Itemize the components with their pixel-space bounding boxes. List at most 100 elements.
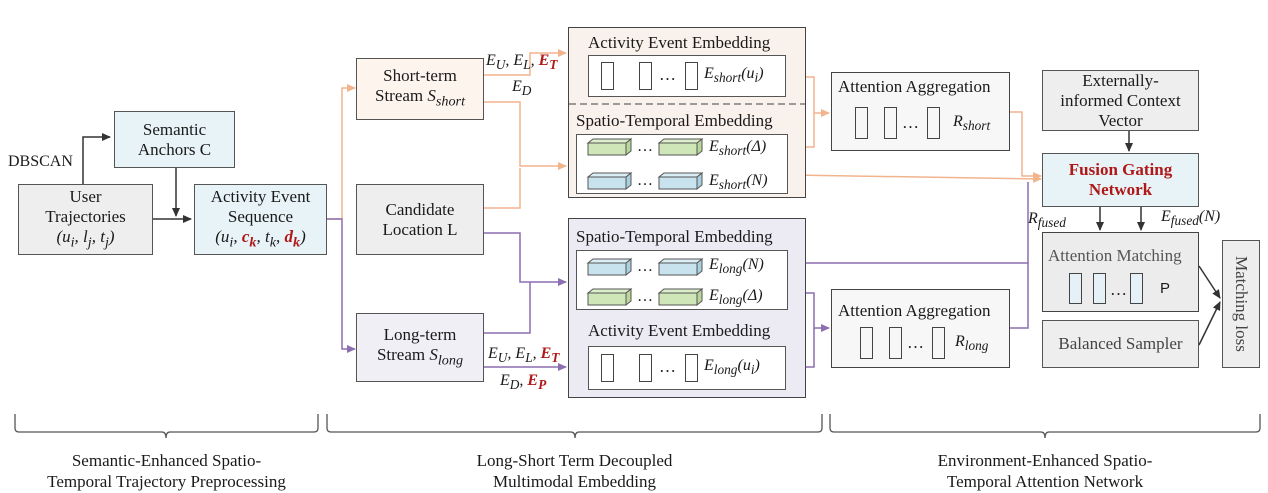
e-short-u-label: Eshort(ui) <box>704 65 764 86</box>
stage1-line2: Temporal Trajectory Preprocessing <box>47 472 286 491</box>
cube-green-2 <box>657 137 704 157</box>
attn-short-vec-3 <box>927 107 940 139</box>
short-stream-line1: Short-term <box>383 66 457 86</box>
attn-short-ellipsis: … <box>902 113 919 132</box>
semantic-anchors-line1: Semantic <box>142 119 207 139</box>
short-activity-ellipsis: … <box>659 65 676 84</box>
cube-green-4 <box>657 287 704 307</box>
attn-long-vec-2 <box>889 327 902 359</box>
cube-blue-3 <box>586 257 633 277</box>
line-long-panel-to-attn <box>806 292 830 332</box>
r-short-label: Rshort <box>953 113 991 134</box>
attention-aggregation-short <box>831 72 1010 151</box>
short-embedding-labels: EU, EL, ET <box>486 52 558 73</box>
balanced-sampler-box: Balanced Sampler <box>1042 320 1199 368</box>
attn-long-ellipsis: … <box>907 333 924 352</box>
semantic-anchors-box: Semantic Anchors C <box>114 111 235 168</box>
attn-match-vec-2 <box>1093 273 1106 304</box>
cube-green-1 <box>586 137 633 157</box>
cube-green-3 <box>586 287 633 307</box>
stage3-line1: Environment-Enhanced Spatio- <box>937 451 1153 470</box>
short-st-title: Spatio-Temporal Embedding <box>576 111 773 130</box>
e-long-u-row <box>588 346 786 390</box>
line-long-u-up <box>806 328 815 368</box>
fusion-line1: Fusion Gating <box>1068 160 1173 179</box>
short-st-ellipsis-1: … <box>637 138 653 155</box>
balanced-label: Balanced Sampler <box>1058 334 1183 353</box>
activity-sequence-box: Activity Event Sequence (ui, ck, tk, dk) <box>194 184 327 255</box>
fusion-gating-box: Fusion Gating Network <box>1042 153 1199 207</box>
stage1-caption: Semantic-Enhanced Spatio- Temporal Traje… <box>15 450 318 492</box>
line-short-delta-up <box>806 113 815 148</box>
user-traj-line1: User <box>69 186 102 206</box>
arrow-dbscan <box>82 133 111 184</box>
long-term-stream-box: Long-term Stream Slong <box>356 313 484 382</box>
arrow-to-long-stream <box>327 218 356 353</box>
short-activity-title: Activity Event Embedding <box>588 33 771 52</box>
activity-seq-line2: Sequence <box>227 206 294 226</box>
e-long-u-label: Elong(ui) <box>704 357 760 378</box>
short-st-ellipsis-2: … <box>637 172 653 189</box>
short-activity-vec-3 <box>685 62 698 90</box>
short-stream-line2: Stream Sshort <box>374 86 465 110</box>
attn-long-title: Attention Aggregation <box>838 301 991 320</box>
long-stream-line2: Stream Slong <box>376 344 464 369</box>
line-short-to-st <box>484 101 567 170</box>
brace-stage3 <box>829 414 1261 439</box>
attention-matching-box <box>1042 232 1199 312</box>
line-eshort-n-to-fusion <box>791 174 1042 183</box>
attn-short-vec-2 <box>884 107 897 139</box>
stage2-line1: Long-Short Term Decoupled <box>476 451 673 470</box>
long-activity-ellipsis: … <box>659 357 676 376</box>
e-short-delta-label: Eshort(Δ) <box>709 138 767 159</box>
long-activity-vec-2 <box>639 354 652 382</box>
candidate-line2: Location L <box>382 219 458 239</box>
user-traj-line2: Trajectories <box>45 206 126 226</box>
attn-match-title: Attention Matching <box>1048 246 1182 265</box>
p-label: P <box>1160 280 1171 297</box>
context-line1: Externally- <box>1082 70 1159 90</box>
attn-long-vec-1 <box>860 327 873 359</box>
e-long-delta-label: Elong(Δ) <box>709 287 763 308</box>
activity-seq-tuple: (ui, ck, tk, dk) <box>215 226 306 251</box>
user-traj-tuple: (ui, lj, tj) <box>56 226 115 251</box>
brace-stage1 <box>14 414 319 439</box>
matching-loss-label: Matching loss <box>1232 256 1251 352</box>
e-fused-label: Efused(N) <box>1161 208 1221 229</box>
attn-match-ellipsis: … <box>1110 280 1127 299</box>
attn-match-vec-1 <box>1069 273 1082 304</box>
line-rlong-to-fusion <box>1010 263 1029 329</box>
fusion-line2: Network <box>1088 180 1153 199</box>
context-line2: informed Context <box>1060 90 1181 110</box>
long-activity-vec-1 <box>601 354 614 382</box>
cube-blue-4 <box>657 257 704 277</box>
stage3-line2: Temporal Attention Network <box>946 472 1144 491</box>
short-ed-label: ED <box>512 78 532 99</box>
long-st-ellipsis-1: … <box>637 258 653 275</box>
line-candidate-to-long <box>484 232 567 286</box>
r-long-label: Rlong <box>955 333 989 354</box>
stage2-line2: Multimodal Embedding <box>493 472 656 491</box>
dbscan-label: DBSCAN <box>8 153 73 170</box>
context-line3: Vector <box>1098 110 1143 130</box>
context-vector-box: Externally- informed Context Vector <box>1042 70 1199 131</box>
activity-seq-line1: Activity Event <box>210 186 311 206</box>
long-activity-title: Activity Event Embedding <box>588 321 771 340</box>
attn-short-title: Attention Aggregation <box>838 77 991 96</box>
matching-loss-box: Matching loss <box>1222 240 1260 368</box>
attn-short-vec-1 <box>855 107 868 139</box>
arrow-sampler-to-loss <box>1198 301 1221 346</box>
long-ed-ep-labels: ED, EP <box>500 372 547 393</box>
brace-stage2 <box>326 414 823 439</box>
line-long-to-st <box>484 282 531 334</box>
short-activity-vec-1 <box>601 62 614 90</box>
arrow-matching-to-loss <box>1198 265 1221 299</box>
cube-blue-1 <box>586 171 633 191</box>
attn-match-vec-3 <box>1130 273 1143 304</box>
line-candidate-to-short-st <box>484 168 521 209</box>
candidate-line1: Candidate <box>385 199 455 219</box>
long-embedding-labels: EU, EL, ET <box>488 345 560 366</box>
